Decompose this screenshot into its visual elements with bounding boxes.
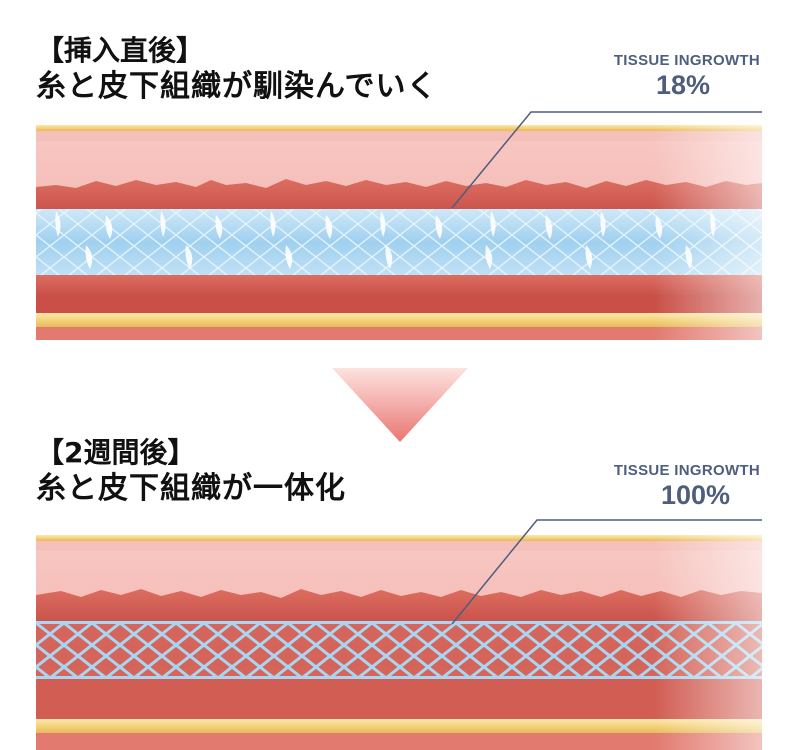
tissue-illustration-2 — [36, 535, 762, 750]
tissue-cross-section-2 — [36, 535, 762, 750]
section-2-title: 【2週間後】 — [36, 436, 196, 469]
section-2-metric-label: TISSUE INGROWTH — [613, 462, 760, 479]
section-2-heading: 【2週間後】 糸と皮下組織が一体化 — [36, 436, 346, 508]
section-1-metric-value: 18% — [655, 70, 710, 100]
section-1-heading: 【挿入直後】 糸と皮下組織が馴染んでいく — [36, 34, 438, 106]
section-2-metric-value: 100% — [660, 480, 730, 510]
section-2-subtitle: 糸と皮下組織が一体化 — [36, 471, 346, 506]
section-2-metric: TISSUE INGROWTH 100% — [614, 462, 760, 510]
section-1-metric-label: TISSUE INGROWTH — [613, 52, 760, 69]
section-1-title: 【挿入直後】 — [36, 34, 205, 67]
tissue-illustration-1 — [36, 125, 762, 340]
tissue-cross-section-1 — [36, 125, 762, 340]
section-1-metric: TISSUE INGROWTH 18% — [614, 52, 760, 100]
section-1-subtitle: 糸と皮下組織が馴染んでいく — [36, 69, 438, 104]
